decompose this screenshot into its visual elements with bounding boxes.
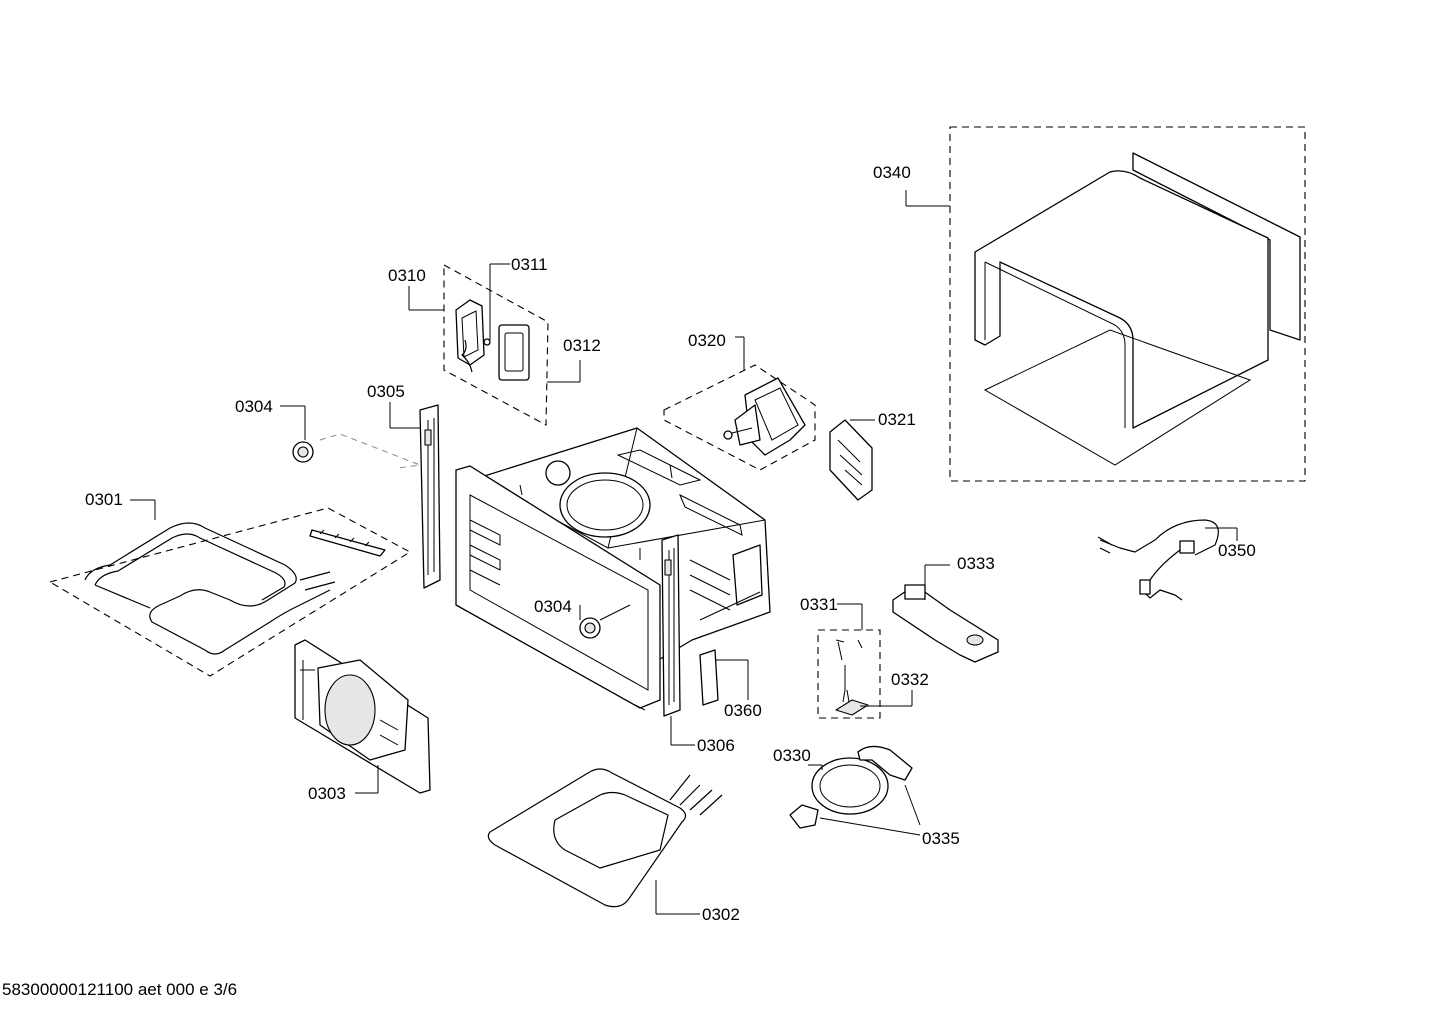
label-0306: 0306 <box>697 736 735 755</box>
oven-cavity <box>455 427 771 711</box>
document-footer-code: 58300000121100 aet 000 e 3/6 <box>2 980 238 999</box>
label-0360: 0360 <box>724 701 762 720</box>
label-0333: 0333 <box>957 554 995 573</box>
label-0304-upper: 0304 <box>235 397 273 416</box>
part-0335-hinge <box>789 745 921 836</box>
label-0312: 0312 <box>563 336 601 355</box>
label-0301: 0301 <box>85 490 123 509</box>
label-0302: 0302 <box>702 905 740 924</box>
label-0310: 0310 <box>388 266 426 285</box>
label-0335: 0335 <box>922 829 960 848</box>
part-0305-side-rail <box>389 402 441 589</box>
label-0311: 0311 <box>511 255 548 274</box>
label-0330: 0330 <box>773 746 811 765</box>
label-0304-lower: 0304 <box>534 597 572 616</box>
part-0303-rear-panel <box>294 639 431 794</box>
label-0303: 0303 <box>308 784 346 803</box>
part-0320-fan-motor <box>663 336 816 471</box>
part-0302-bottom-heating-element <box>487 768 723 915</box>
part-0360-insulation <box>699 649 749 706</box>
label-0320: 0320 <box>688 331 726 350</box>
part-0350-power-cord <box>1097 519 1238 601</box>
part-0330-seal-ring <box>808 757 889 815</box>
label-0321: 0321 <box>878 410 916 429</box>
label-0340: 0340 <box>873 163 911 182</box>
label-0350: 0350 <box>1218 541 1256 560</box>
part-0306-side-rail <box>661 534 695 746</box>
part-0304-fastener-upper <box>280 405 421 469</box>
label-0331: 0331 <box>800 595 838 614</box>
part-0340-cover <box>905 126 1306 482</box>
part-0301-top-heating-element <box>48 499 412 677</box>
part-0331-screw-set <box>817 603 913 719</box>
part-0304-fastener-lower <box>579 604 631 639</box>
part-0333-bracket <box>892 564 999 663</box>
part-0310-lamp-assembly <box>408 263 581 426</box>
part-0321-board <box>829 419 875 501</box>
label-0332: 0332 <box>891 670 929 689</box>
label-0305: 0305 <box>367 382 405 401</box>
